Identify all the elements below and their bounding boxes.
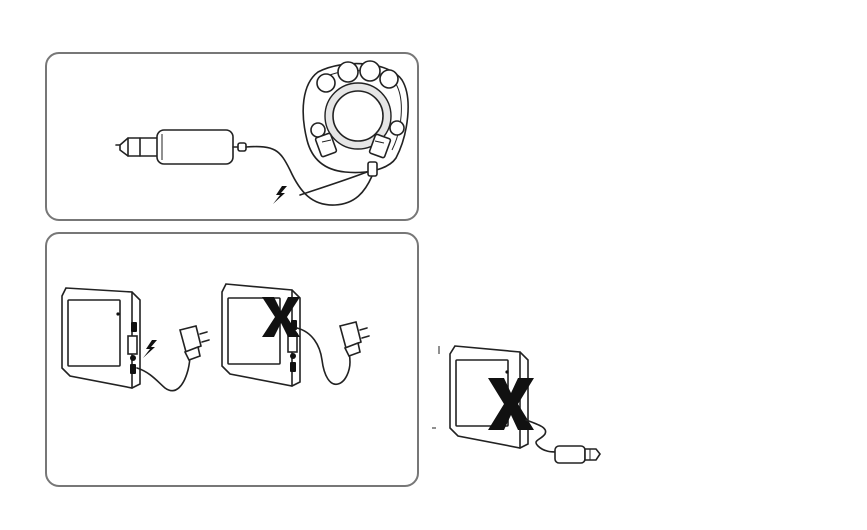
mount-cord — [300, 170, 372, 195]
device-icon — [62, 288, 140, 388]
wall-adapter-icon — [340, 322, 369, 356]
car-adapter-icon — [555, 446, 600, 463]
wall-cord — [137, 354, 190, 391]
charge-bolt-icon — [143, 340, 157, 358]
car-mount-icon — [303, 61, 408, 176]
charge-bolt-icon — [273, 186, 287, 204]
wall-adapter-icon — [180, 326, 209, 360]
car-adapter-icon — [116, 130, 246, 164]
